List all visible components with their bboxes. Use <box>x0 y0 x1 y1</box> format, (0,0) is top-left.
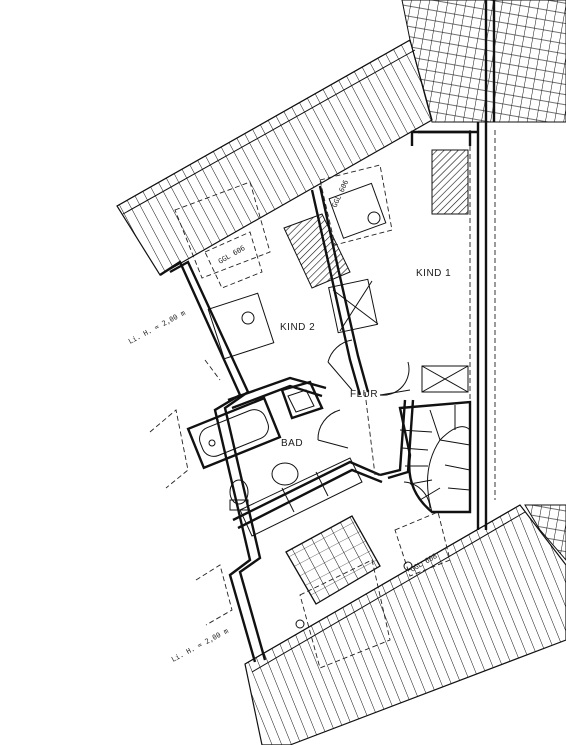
doors <box>317 339 431 509</box>
bath-fixtures <box>186 380 363 537</box>
lower-grid <box>285 515 381 605</box>
fixture-circles <box>295 561 413 629</box>
right-wall <box>469 122 496 530</box>
room-label-flur: FLUR <box>350 389 378 400</box>
room-label-kind2: KIND 2 <box>280 322 315 333</box>
outer-walls <box>159 130 478 663</box>
furniture <box>207 182 387 360</box>
clearance-note-upper: Li. H. = 2,00 m <box>127 309 187 346</box>
hatched-shafts <box>283 149 469 289</box>
skylight-note-1: GGL 606 <box>217 244 247 266</box>
room-label-bad: BAD <box>281 438 303 449</box>
staircase <box>398 400 472 514</box>
roof-lower <box>244 504 566 745</box>
roof-upper <box>116 39 433 276</box>
cabinets <box>328 278 469 393</box>
room-label-kind1: KIND 1 <box>416 268 451 279</box>
skylight-note-2: GGL 606 <box>331 179 351 209</box>
roof-top-right <box>401 0 566 123</box>
clearance-note-lower: Li. H. = 2,00 m <box>170 627 230 664</box>
skylights <box>149 164 451 669</box>
